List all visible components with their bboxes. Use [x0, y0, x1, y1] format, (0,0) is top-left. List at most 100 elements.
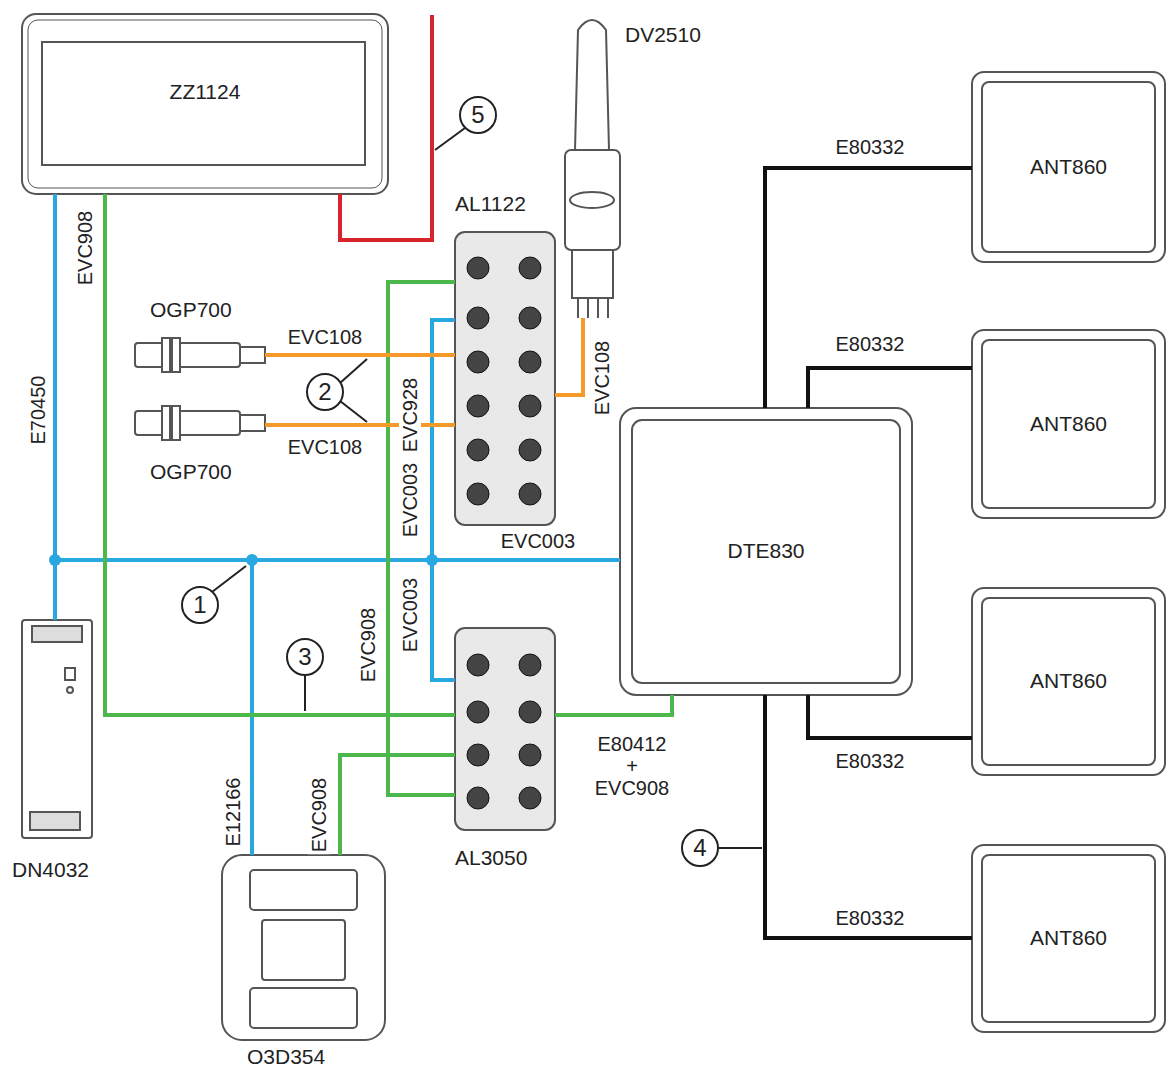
- cable-label: EVC108: [286, 436, 365, 458]
- device-box: DN4032: [22, 620, 92, 838]
- port-socket: [467, 307, 489, 329]
- device-name: DTE830: [727, 539, 804, 563]
- callout-circle: [682, 830, 718, 866]
- cable-label: EVC108: [286, 326, 365, 348]
- reader-housing: [620, 408, 912, 695]
- cable-label: EVC003: [399, 461, 421, 540]
- cable-label: EVC908: [357, 606, 379, 685]
- status-led: [65, 668, 75, 680]
- sensor-nut: [172, 406, 180, 440]
- antenna-ring: [570, 192, 614, 208]
- antenna-face: [982, 340, 1155, 508]
- leader-line: [435, 128, 465, 150]
- port-socket: [519, 307, 541, 329]
- reader-face: [632, 420, 900, 683]
- io-master-body: [455, 628, 555, 830]
- antenna-whip: [575, 20, 609, 150]
- port-socket: [467, 395, 489, 417]
- mains-wire: [340, 15, 432, 240]
- camera-window: [250, 870, 357, 910]
- port-socket: [467, 744, 489, 766]
- callout-circle: [307, 374, 343, 410]
- cable: [340, 755, 455, 855]
- sensor-barrel: [135, 343, 240, 367]
- cable: [55, 560, 455, 680]
- port-socket: [467, 351, 489, 373]
- device-name: ANT860: [1030, 412, 1107, 436]
- cable-label: E80332: [834, 750, 907, 772]
- antenna-face: [982, 855, 1155, 1022]
- cable: [388, 282, 455, 795]
- sensor-barrel: [135, 411, 240, 435]
- cable: [555, 695, 672, 715]
- device-box: OGP700: [135, 408, 265, 438]
- port-socket: [519, 744, 541, 766]
- device-name: ZZ1124: [170, 80, 241, 104]
- antenna-face: [982, 82, 1155, 252]
- cable-label: E80332: [834, 136, 907, 158]
- device-box: DV2510: [565, 15, 620, 318]
- antenna-face: [982, 598, 1155, 765]
- sensor-plug: [240, 347, 265, 363]
- antenna-housing: [972, 588, 1165, 775]
- antenna-body: [565, 150, 620, 250]
- camera-window: [250, 988, 357, 1028]
- port-socket: [519, 351, 541, 373]
- cable: [765, 168, 972, 408]
- display-bezel: [28, 20, 382, 188]
- port-socket: [519, 654, 541, 676]
- device-name: OGP700: [150, 298, 232, 322]
- antenna-housing: [972, 845, 1165, 1032]
- device-box: ANT860: [972, 72, 1165, 262]
- cable: [55, 560, 620, 620]
- device-name: ANT860: [1030, 926, 1107, 950]
- cable: [53, 194, 57, 620]
- cable: [808, 695, 972, 738]
- cable: [55, 560, 252, 855]
- cable: [555, 318, 583, 395]
- leader-line: [304, 675, 306, 711]
- cable-label: EVC908: [74, 209, 96, 288]
- device-name: ANT860: [1030, 669, 1107, 693]
- port-socket: [467, 654, 489, 676]
- cable: [765, 695, 972, 938]
- device-name: O3D354: [247, 1045, 325, 1069]
- device-box: O3D354: [222, 855, 385, 1040]
- port-socket: [467, 701, 489, 723]
- antenna-housing: [972, 72, 1165, 262]
- port-socket: [519, 395, 541, 417]
- sensor-nut: [172, 338, 180, 372]
- cable: [55, 320, 455, 620]
- callout-number: 3: [296, 644, 313, 670]
- port-socket: [519, 257, 541, 279]
- device-box: AL3050: [455, 628, 555, 830]
- antenna-pins: [578, 298, 608, 318]
- callout-circle: [287, 639, 323, 675]
- cable-label: EVC928: [399, 376, 421, 455]
- port-socket: [519, 787, 541, 809]
- cable-label: E70450: [27, 374, 49, 447]
- device-box: ZZ1124: [22, 14, 388, 194]
- display-housing: [22, 14, 388, 194]
- cable-label: EVC003: [399, 576, 421, 655]
- callout-number: 4: [691, 835, 708, 861]
- display-screen: [42, 42, 365, 165]
- io-module-body: [455, 232, 555, 525]
- device-box: ANT860: [972, 845, 1165, 1032]
- device-name: ANT860: [1030, 155, 1107, 179]
- camera-lens: [262, 920, 345, 980]
- leader-line: [340, 359, 367, 383]
- callout-number: 5: [469, 102, 486, 128]
- sensor-nut: [162, 406, 170, 440]
- device-name: AL3050: [455, 846, 527, 870]
- device-name: AL1122: [455, 192, 526, 216]
- leader-line: [718, 847, 762, 849]
- callout-number: 2: [316, 379, 333, 405]
- power-supply-body: [22, 620, 92, 838]
- device-box: DTE830: [620, 408, 912, 695]
- port-socket: [519, 701, 541, 723]
- cable-label: EVC908: [308, 776, 330, 855]
- cable: [265, 423, 455, 427]
